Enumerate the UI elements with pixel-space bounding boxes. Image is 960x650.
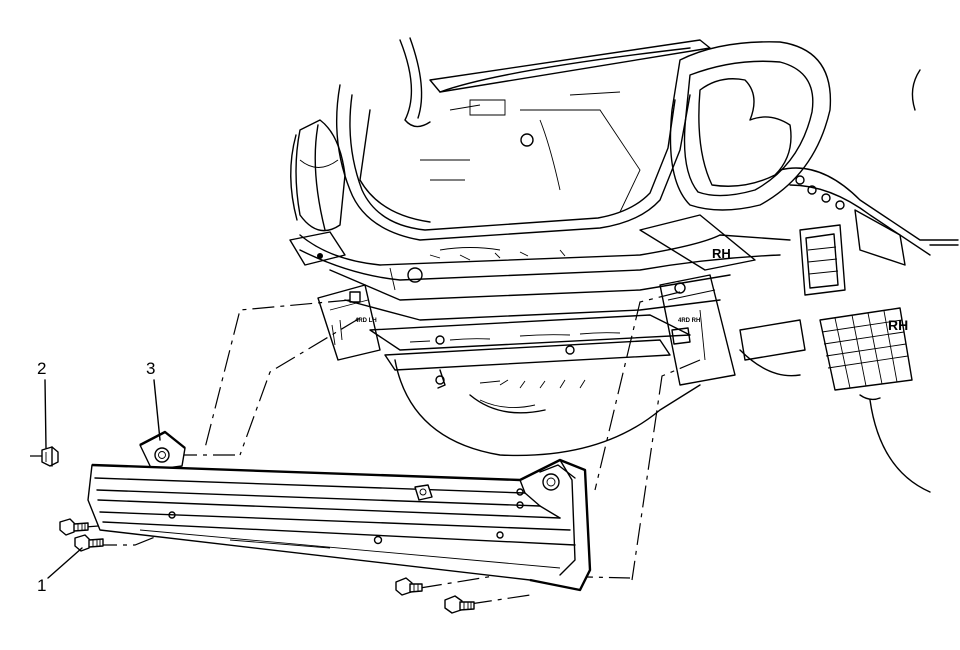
- svg-text:4RD LH: 4RD LH: [355, 318, 377, 324]
- callout-1-label: 1: [37, 576, 46, 595]
- callout-1: 1: [37, 547, 83, 595]
- vehicle-rear-body: RH 4RD LH RH 4RD RH: [289, 37, 959, 493]
- svg-text:4RD RH: 4RD RH: [678, 318, 700, 324]
- bumper-bolt-lower-left: [74, 534, 104, 552]
- bumper-nut: [41, 446, 59, 467]
- callout-2-label: 2: [37, 359, 46, 378]
- bumper-bolt-lower-right: [444, 595, 475, 614]
- callout-3-label: 3: [146, 359, 155, 378]
- callout-2: 2: [37, 359, 47, 449]
- rh-panel-mark: RH: [888, 317, 908, 333]
- bumper-bolt-upper-left: [59, 518, 89, 536]
- callout-3: 3: [146, 359, 161, 441]
- bumper-impact-bar: [87, 430, 592, 592]
- rh-bracket-mark: RH: [712, 246, 731, 261]
- bumper-bolt-lower-center: [395, 577, 423, 596]
